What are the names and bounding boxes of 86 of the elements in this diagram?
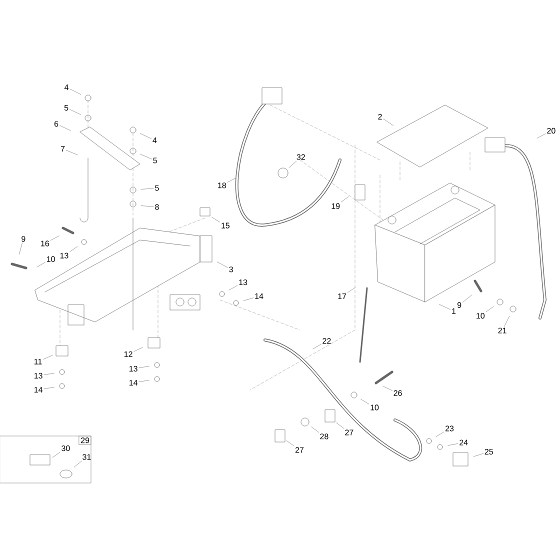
callout-number: 14	[129, 380, 138, 386]
leader-line	[36, 262, 46, 268]
leader-line	[360, 398, 370, 404]
callout-number: 17	[338, 294, 346, 300]
callout-number: 27	[295, 447, 304, 453]
leader-line	[228, 285, 238, 290]
leader-line	[486, 306, 494, 312]
callout-number: 2	[378, 114, 382, 120]
callout-number: 10	[370, 404, 379, 410]
leader-line	[473, 453, 484, 457]
callout-number: 32	[296, 154, 305, 160]
leader-line	[134, 347, 143, 352]
leader-line	[286, 440, 294, 446]
leader-line	[227, 178, 236, 183]
leader-line	[448, 443, 458, 446]
leader-line	[436, 432, 444, 438]
leader-line	[43, 355, 53, 360]
leader-line	[347, 287, 356, 293]
callout-number: 5	[155, 185, 159, 191]
callout-number: 23	[445, 426, 454, 432]
callout-number: 1	[452, 308, 456, 314]
leader-line	[462, 294, 472, 302]
leader-line	[312, 344, 322, 350]
callout-number: 6	[54, 121, 58, 127]
leader-line	[44, 387, 54, 390]
leader-line	[140, 188, 154, 190]
callout-number: 22	[322, 338, 331, 344]
leader-line	[504, 316, 510, 327]
leader-line	[66, 150, 78, 156]
callout-number: 5	[64, 105, 68, 111]
leader-line	[50, 236, 60, 241]
leader-line	[70, 109, 81, 115]
callout-number: 7	[60, 146, 65, 152]
callout-number: 24	[460, 440, 468, 446]
leader-line	[212, 217, 220, 222]
leader-line	[70, 246, 78, 252]
leader-line	[140, 133, 152, 139]
callout-number: 3	[229, 266, 233, 272]
leader-line	[138, 380, 150, 382]
callout-number: 5	[153, 158, 157, 164]
leader-line	[140, 154, 152, 160]
callout-number: 14	[34, 386, 43, 392]
leader-line	[340, 196, 349, 202]
callout-number: 20	[547, 128, 556, 134]
callout-number: 19	[332, 203, 340, 209]
callout-number: 14	[255, 293, 264, 299]
callout-number: 9	[457, 302, 462, 308]
callout-number: 4	[152, 138, 157, 144]
callout-number: 25	[484, 448, 493, 455]
callout-number: 8	[155, 204, 159, 210]
callout-number: 10	[46, 256, 55, 262]
leader-line	[140, 205, 154, 207]
leader-line	[243, 298, 254, 301]
callout-number: 13	[129, 366, 138, 372]
callout-number: 15	[222, 222, 230, 228]
callout-number: 11	[34, 358, 42, 364]
leader-line	[44, 373, 54, 376]
leader-line	[383, 386, 392, 391]
leader-line	[311, 426, 320, 433]
leader-line	[536, 134, 546, 138]
callout-number: 13	[60, 252, 68, 258]
leader-line	[288, 160, 297, 168]
callout-number: 21	[498, 328, 506, 334]
callout-number: 10	[476, 312, 485, 319]
leader-line	[60, 125, 71, 131]
callout-number: 4	[64, 84, 68, 90]
leader-line	[439, 304, 450, 310]
callout-number: 27	[345, 430, 354, 436]
leader-line	[18, 242, 22, 254]
callout-number: 13	[239, 279, 248, 286]
leader-line	[383, 118, 394, 126]
callout-number: 12	[124, 351, 132, 357]
leader-line	[336, 422, 344, 429]
callout-number: 28	[320, 434, 328, 440]
callout-number: 16	[41, 240, 49, 246]
leader-line	[138, 366, 150, 368]
leader-line	[52, 452, 60, 458]
leader-line	[70, 88, 82, 95]
leader-line	[216, 262, 228, 268]
callout-number: 31	[82, 454, 91, 460]
callout-number: 30	[62, 445, 70, 452]
callout-number: 26	[394, 390, 402, 396]
leader-line	[74, 460, 82, 468]
callout-number: 18	[218, 182, 226, 188]
callout-number: 13	[34, 372, 42, 379]
callout-number: 9	[22, 236, 26, 242]
